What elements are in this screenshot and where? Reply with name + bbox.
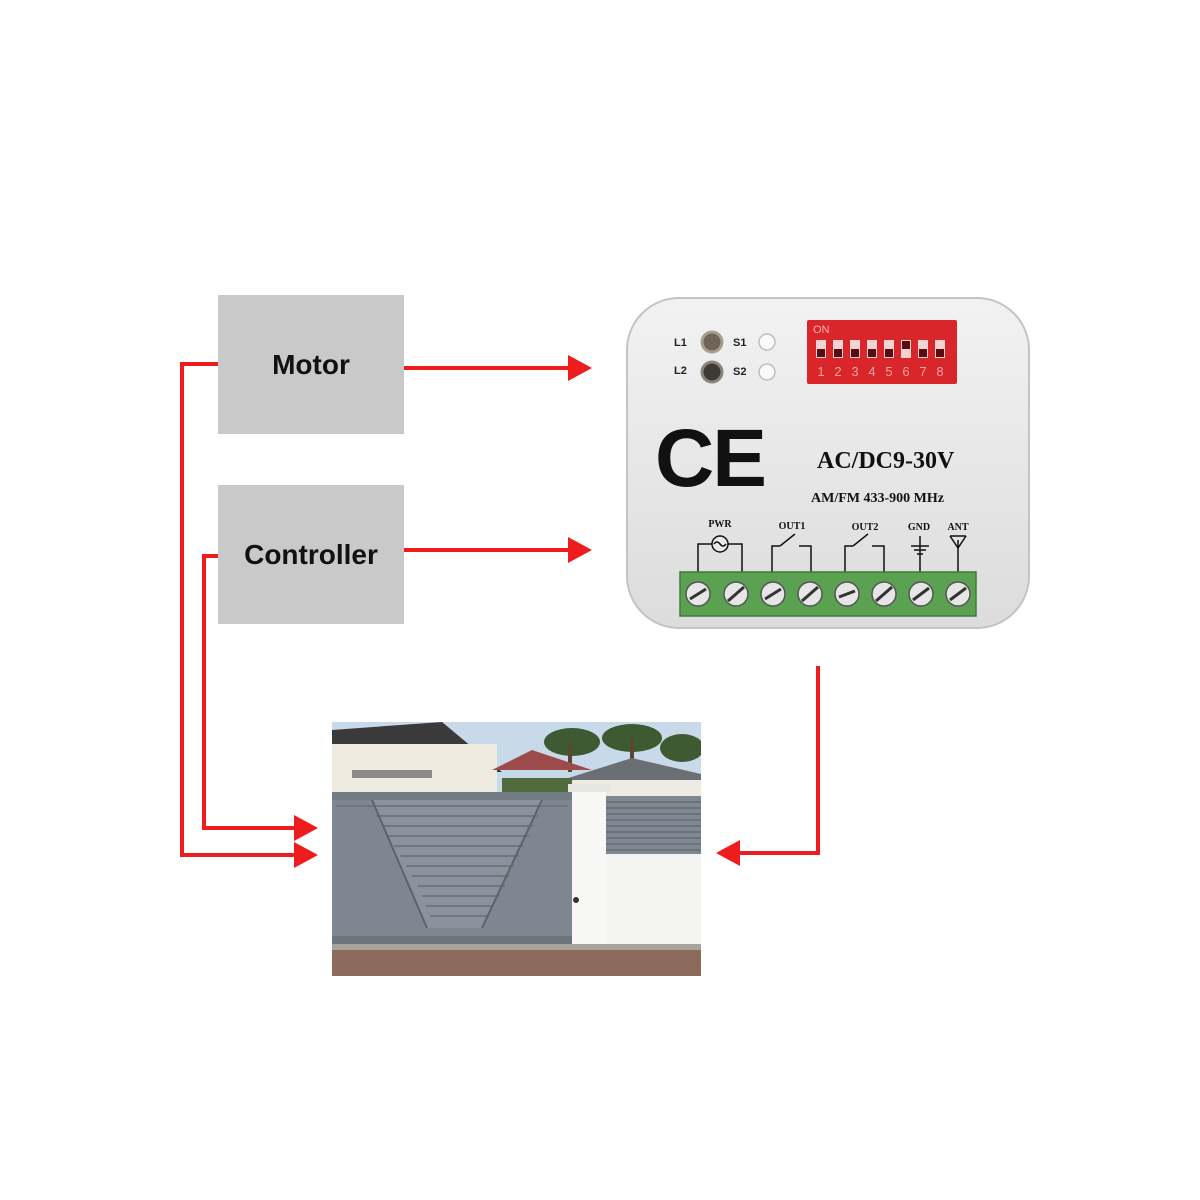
dip-number: 7 <box>919 364 926 379</box>
dip-number: 1 <box>817 364 824 379</box>
terminal-label-pwr: PWR <box>708 519 732 530</box>
arrow-motor-to-gate <box>180 362 298 857</box>
dip-number: 2 <box>834 364 841 379</box>
led-label-l1: L1 <box>674 337 687 349</box>
dip-switch[interactable]: ON 1 2 3 4 5 6 7 <box>807 320 957 384</box>
dip-number: 4 <box>868 364 875 379</box>
relay-switch-icon <box>844 545 853 576</box>
terminal-label-out1: OUT1 <box>779 521 806 532</box>
led-label-l2: L2 <box>674 365 687 377</box>
trees <box>544 724 701 772</box>
arrow-receiver-to-gate <box>738 666 820 855</box>
terminal-block <box>679 571 977 617</box>
motor-box: Motor <box>218 295 404 434</box>
dip-number: 5 <box>885 364 892 379</box>
gate-photo <box>332 722 701 976</box>
arrowhead-icon <box>294 815 318 841</box>
gate-v-panel <box>372 800 542 928</box>
controller-box: Controller <box>218 485 404 624</box>
arrow-controller-to-gate <box>202 554 298 830</box>
controller-label: Controller <box>244 538 378 570</box>
gate-pillar <box>572 788 606 944</box>
gate-lock <box>573 897 579 903</box>
house-roof <box>562 758 701 786</box>
arrowhead-icon <box>568 355 592 381</box>
house-roof <box>492 750 592 770</box>
receiver-module: L1 L2 S1 S2 ON 1 <box>626 297 1030 629</box>
terminal-label-ant: ANT <box>947 522 968 533</box>
arrowhead-icon <box>716 840 740 866</box>
motor-label: Motor <box>272 348 350 380</box>
dip-number: 8 <box>936 364 943 379</box>
terminal-label-out2: OUT2 <box>852 522 879 533</box>
dip-number: 6 <box>902 364 909 379</box>
house-awning <box>352 770 432 778</box>
voltage-label: AC/DC9-30V <box>817 448 955 474</box>
relay-switch-icon <box>771 545 780 576</box>
arrowhead-icon <box>568 537 592 563</box>
led-l2 <box>700 360 724 384</box>
switch-label-s1: S1 <box>733 337 746 349</box>
frequency-label: AM/FM 433-900 MHz <box>811 491 944 506</box>
button-s2[interactable] <box>758 363 776 381</box>
terminal-label-gnd: GND <box>908 522 930 533</box>
dip-number: 3 <box>851 364 858 379</box>
led-l1 <box>700 330 724 354</box>
switch-label-s2: S2 <box>733 366 746 378</box>
ce-mark-icon: CE <box>655 413 765 504</box>
arrowhead-icon <box>294 842 318 868</box>
dip-on-label: ON <box>813 324 830 336</box>
button-s1[interactable] <box>758 333 776 351</box>
